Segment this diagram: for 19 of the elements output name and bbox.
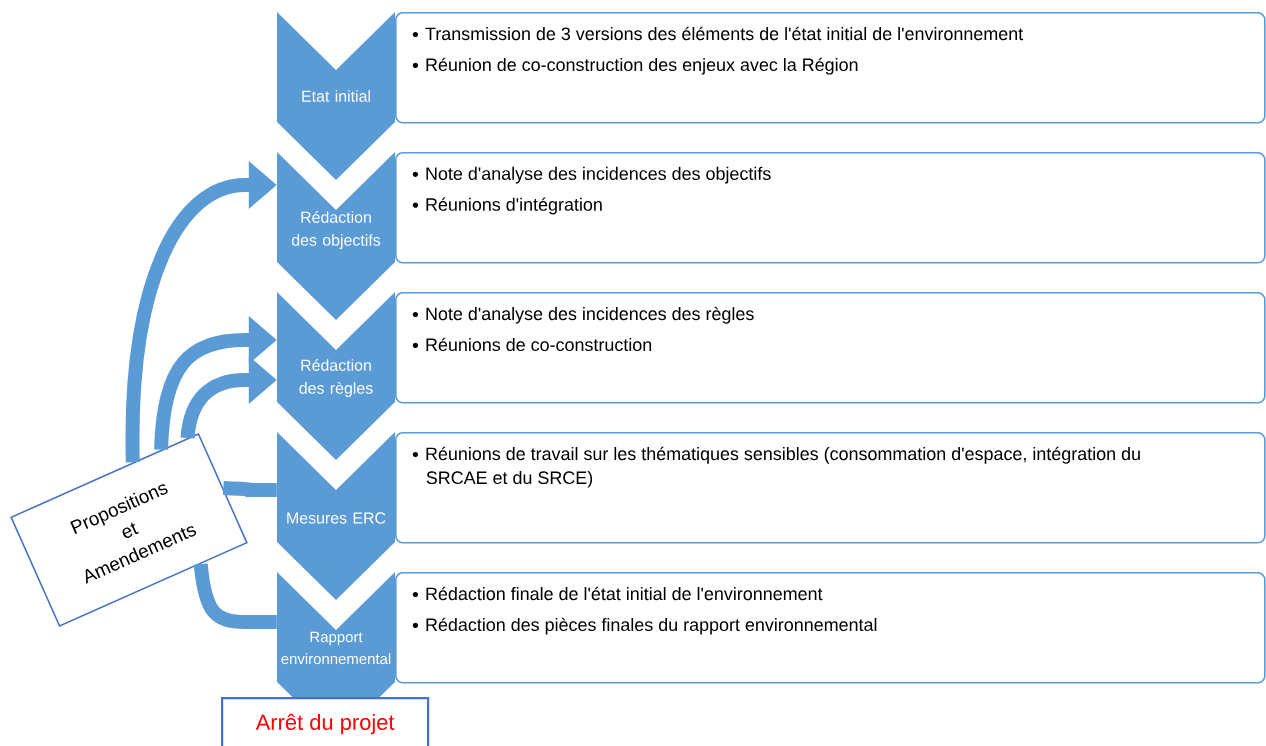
process-step: Etat initial bbox=[277, 12, 395, 180]
list-item: Réunions d'intégration bbox=[426, 197, 602, 215]
step-box bbox=[395, 572, 1266, 684]
step-box bbox=[395, 292, 1266, 404]
process-step: Mesures ERC bbox=[277, 432, 395, 600]
step-box bbox=[395, 12, 1266, 124]
step-box bbox=[395, 432, 1266, 544]
list-item: Rédaction finale de l'état initial de l'environnement bbox=[426, 586, 823, 601]
end-box: Arrêt du projet bbox=[221, 697, 430, 746]
list-item: Note d'analyse des incidences des objectifs bbox=[426, 166, 771, 184]
step-box bbox=[395, 152, 1266, 264]
process-step: Rédaction des objectifs bbox=[277, 152, 395, 320]
list-item: Réunions de travail sur les thématiques sensibles (consommation d'espace, intégration du SRCAE et du SRCE) bbox=[426, 446, 1140, 488]
list-item: Note d'analyse des incidences des règles bbox=[426, 306, 754, 324]
process-step: Rédaction des règles bbox=[277, 292, 395, 460]
list-item: Rédaction des pièces finales du rapport environnemental bbox=[426, 617, 877, 635]
list-item: Transmission de 3 versions des éléments de l'état initial de l'environnement bbox=[425, 26, 1024, 41]
list-item: Réunion de co-construction des enjeux avec la Région bbox=[426, 57, 858, 75]
list-item: Réunions de co-construction bbox=[426, 337, 652, 352]
